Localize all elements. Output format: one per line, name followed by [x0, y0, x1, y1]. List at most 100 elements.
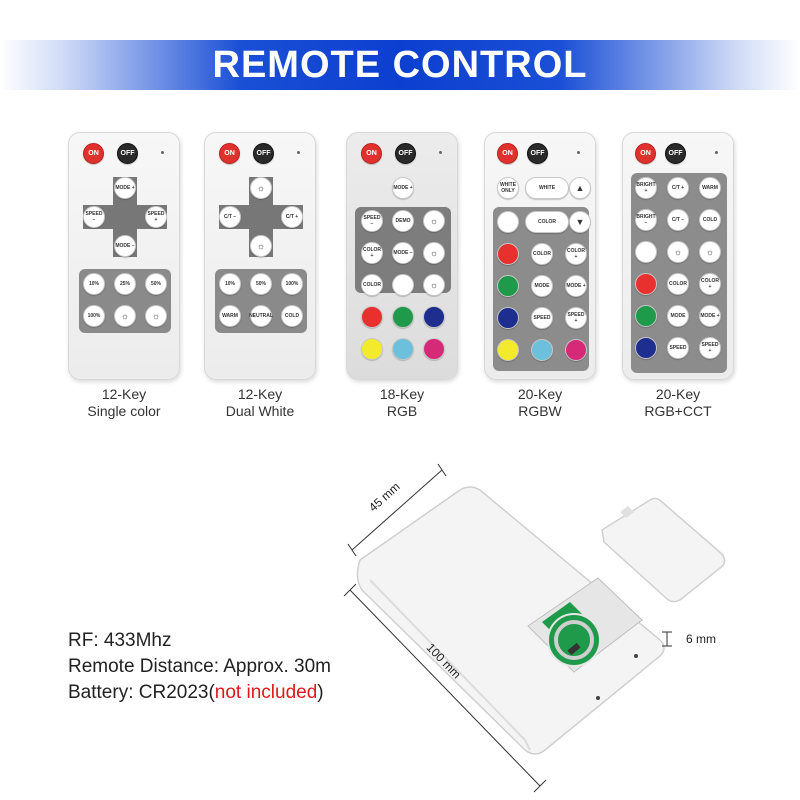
warm-button[interactable]: WARM — [699, 177, 721, 199]
magenta-button[interactable] — [565, 339, 587, 361]
on-button[interactable]: ON — [219, 143, 240, 164]
cyan-button[interactable] — [531, 339, 553, 361]
bright-plus-button[interactable]: BRIGHT + — [635, 177, 657, 199]
brightness-down-icon[interactable]: ☼ — [699, 241, 721, 263]
caption-key-count: 20-Key — [655, 386, 701, 402]
off-button[interactable]: OFF — [395, 143, 416, 164]
remote-12key-dual-white: ON OFF ☼ C/T − C/T + ☼ 10% 50% 100% WARM… — [204, 132, 316, 380]
mode-button[interactable]: MODE — [531, 275, 553, 297]
title-banner: REMOTE CONTROL — [0, 40, 800, 90]
caption-remote-3: 18-Key RGB — [337, 386, 467, 420]
white-button[interactable] — [392, 274, 414, 296]
green-button[interactable] — [635, 305, 657, 327]
brightness-50-button[interactable]: 50% — [145, 273, 167, 295]
brightness-50-button[interactable]: 50% — [250, 273, 272, 295]
on-button[interactable]: ON — [497, 143, 518, 164]
brightness-up-icon[interactable]: ▲ — [569, 177, 591, 199]
on-button[interactable]: ON — [83, 143, 104, 164]
ct-plus-button[interactable]: C/T + — [281, 206, 303, 228]
blue-button[interactable] — [497, 307, 519, 329]
speed-plus-button[interactable]: SPEED + — [145, 206, 167, 228]
brightness-10-button[interactable]: 10% — [219, 273, 241, 295]
on-button[interactable]: ON — [361, 143, 382, 164]
caption-remote-2: 12-Key Dual White — [195, 386, 325, 420]
ct-minus-button[interactable]: C/T − — [219, 206, 241, 228]
yellow-button[interactable] — [361, 338, 383, 360]
ct-minus-button[interactable]: C/T − — [667, 209, 689, 231]
speed-plus-icon[interactable]: ☼ — [423, 210, 445, 232]
red-button[interactable] — [497, 243, 519, 265]
mode-plus-button[interactable]: MODE + — [565, 275, 587, 297]
brightness-25-button[interactable]: 25% — [114, 273, 136, 295]
off-button[interactable]: OFF — [117, 143, 138, 164]
white-button[interactable]: WHITE — [525, 177, 569, 199]
mode-minus-button[interactable]: MODE − — [392, 242, 414, 264]
warm-button[interactable]: WARM — [219, 305, 241, 327]
battery-suffix: ) — [317, 682, 324, 703]
red-button[interactable] — [635, 273, 657, 295]
speed-button[interactable]: SPEED — [531, 307, 553, 329]
mode-plus-button[interactable]: MODE + — [392, 177, 414, 199]
speed-plus-button[interactable]: SPEED + — [565, 307, 587, 329]
demo-button[interactable]: DEMO — [392, 210, 414, 232]
brightness-down-icon[interactable]: ☼ — [250, 235, 272, 257]
remote-18key-rgb: ON OFF MODE + SPEED − DEMO ☼ COLOR + MOD… — [346, 132, 458, 380]
mode-minus-button[interactable]: MODE − — [114, 235, 136, 257]
cyan-button[interactable] — [392, 338, 414, 360]
white-color-button[interactable] — [497, 211, 519, 233]
indicator-led — [297, 151, 300, 154]
caption-key-count: 20-Key — [517, 386, 563, 402]
color-button[interactable]: COLOR — [667, 273, 689, 295]
brightness-up-icon[interactable]: ☼ — [667, 241, 689, 263]
color-plus-button[interactable]: COLOR + — [565, 243, 587, 265]
blue-button[interactable] — [635, 337, 657, 359]
color-minus-button[interactable]: COLOR — [531, 243, 553, 265]
battery-note: not included — [214, 682, 318, 703]
brightness-down-icon[interactable]: ☼ — [114, 305, 136, 327]
green-button[interactable] — [497, 275, 519, 297]
color-minus-button[interactable]: COLOR — [361, 274, 383, 296]
green-button[interactable] — [392, 306, 414, 328]
remote-20key-rgbw: ON OFF WHITE ONLY WHITE ▲ COLOR ▼ COLOR … — [484, 132, 596, 380]
blue-button[interactable] — [423, 306, 445, 328]
cold-button[interactable]: COLD — [699, 209, 721, 231]
cold-button[interactable]: COLD — [281, 305, 303, 327]
color-plus-button[interactable]: COLOR + — [699, 273, 721, 295]
off-button[interactable]: OFF — [527, 143, 548, 164]
caption-key-count: 12-Key — [237, 386, 283, 402]
brightness-up-icon[interactable]: ☼ — [250, 177, 272, 199]
speed-minus-button[interactable]: SPEED − — [361, 210, 383, 232]
neutral-button[interactable]: NEUTRAL — [249, 305, 273, 327]
color-button[interactable]: COLOR — [525, 211, 569, 233]
color-plus-button[interactable]: COLOR + — [361, 242, 383, 264]
remote-20key-rgb-cct: ON OFF BRIGHT + C/T + WARM BRIGHT − C/T … — [622, 132, 734, 380]
mode-plus-button[interactable]: MODE + — [699, 305, 721, 327]
caption-key-count: 12-Key — [101, 386, 147, 402]
caption-type: Dual White — [225, 403, 295, 419]
caption-remote-4: 20-Key RGBW — [475, 386, 605, 420]
on-button[interactable]: ON — [635, 143, 656, 164]
white-only-button[interactable]: WHITE ONLY — [497, 177, 519, 199]
bright-minus-button[interactable]: BRIGHT − — [635, 209, 657, 231]
off-button[interactable]: OFF — [253, 143, 274, 164]
brightness-up-icon[interactable]: ☼ — [423, 242, 445, 264]
speed-button[interactable]: SPEED — [667, 337, 689, 359]
brightness-100-button[interactable]: 100% — [83, 305, 105, 327]
white-button[interactable] — [635, 241, 657, 263]
brightness-up-icon[interactable]: ☼ — [145, 305, 167, 327]
speed-minus-button[interactable]: SPEED − — [83, 206, 105, 228]
remote-12key-single: ON OFF MODE + SPEED − SPEED + MODE − 10%… — [68, 132, 180, 380]
brightness-10-button[interactable]: 10% — [83, 273, 105, 295]
brightness-down-icon[interactable]: ▼ — [569, 211, 591, 233]
red-button[interactable] — [361, 306, 383, 328]
magenta-button[interactable] — [423, 338, 445, 360]
ct-plus-button[interactable]: C/T + — [667, 177, 689, 199]
brightness-100-button[interactable]: 100% — [281, 273, 303, 295]
yellow-button[interactable] — [497, 339, 519, 361]
mode-button[interactable]: MODE — [667, 305, 689, 327]
brightness-down-icon[interactable]: ☼ — [423, 274, 445, 296]
mode-plus-button[interactable]: MODE + — [114, 177, 136, 199]
speed-plus-button[interactable]: SPEED + — [699, 337, 721, 359]
battery-cover — [601, 497, 726, 603]
off-button[interactable]: OFF — [665, 143, 686, 164]
